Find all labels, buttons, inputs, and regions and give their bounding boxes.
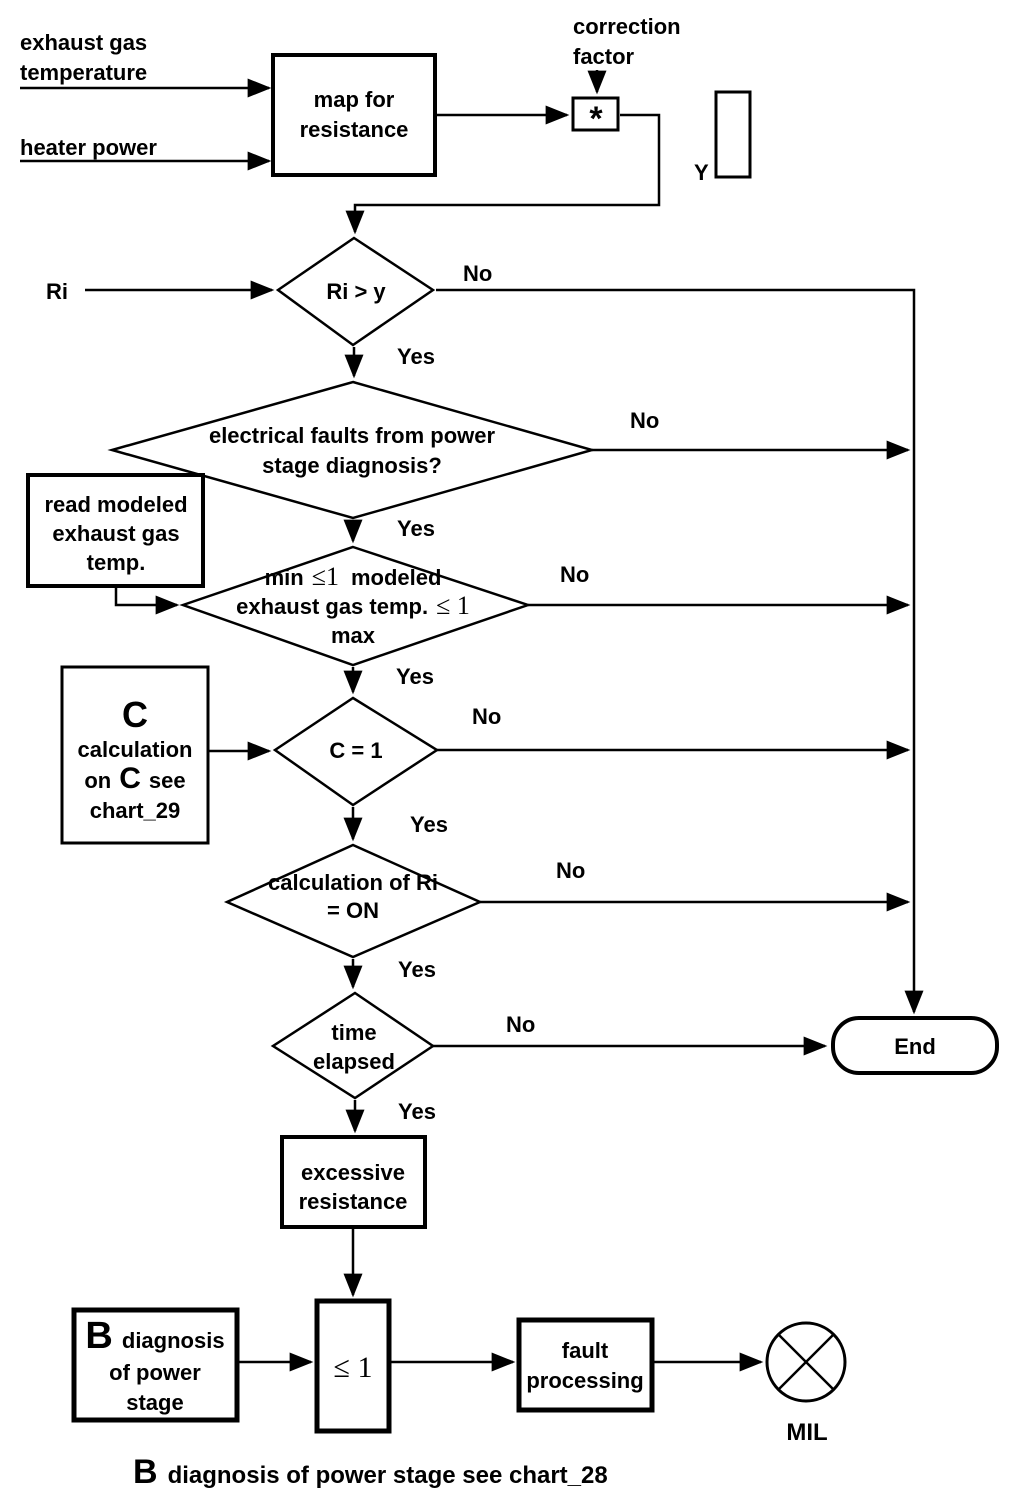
input-ri-label: Ri bbox=[46, 279, 68, 304]
d2-no-label: No bbox=[630, 408, 659, 433]
decision-ri-gt-y-label: Ri > y bbox=[326, 279, 386, 304]
mil-circle bbox=[765, 1321, 847, 1403]
y-label: Y bbox=[694, 160, 709, 185]
b-box-line2: of power bbox=[109, 1360, 201, 1385]
edge-d1-no-bus bbox=[436, 288, 924, 1015]
mil-lamp-icon bbox=[765, 1321, 847, 1403]
mil-label: MIL bbox=[786, 1419, 827, 1446]
d4-no-label: No bbox=[472, 704, 501, 729]
decision-temp-window bbox=[179, 545, 532, 667]
decision-temp-window-line2: exhaust gas temp. ≤ 1 bbox=[236, 591, 470, 620]
input-heater-power-label: heater power bbox=[20, 135, 157, 160]
decision-ri-calculation-on bbox=[223, 843, 484, 959]
multiply-box bbox=[571, 96, 620, 132]
temp-window-le1-b: ≤ 1 bbox=[436, 591, 470, 620]
b-diagnosis-box bbox=[71, 1307, 240, 1423]
caption-text: diagnosis of power stage see chart_28 bbox=[168, 1462, 608, 1489]
caption-b: B bbox=[133, 1453, 158, 1491]
b-box-diagnosis: diagnosis bbox=[122, 1328, 225, 1353]
end-label: End bbox=[894, 1034, 936, 1059]
excessive-box-line2: resistance bbox=[299, 1189, 408, 1214]
temp-window-min: min bbox=[265, 565, 304, 590]
read-box-line3: temp. bbox=[87, 550, 146, 575]
excessive-resistance-box bbox=[280, 1135, 427, 1229]
decision-time-elapsed bbox=[270, 991, 436, 1100]
end-terminator bbox=[831, 1016, 999, 1075]
decision-c-equals-1-label: C = 1 bbox=[329, 738, 382, 763]
decision-temp-window-line1: min ≤1 modeled bbox=[265, 562, 442, 591]
b-box-b: B bbox=[85, 1315, 112, 1357]
c-box-line1: C bbox=[122, 694, 148, 735]
temp-window-le1-a: ≤1 bbox=[312, 562, 339, 591]
d3-yes-label: Yes bbox=[396, 664, 434, 689]
d5-no-label: No bbox=[556, 858, 585, 883]
decision-electrical-faults bbox=[107, 380, 597, 520]
fault-box-line2: processing bbox=[526, 1368, 643, 1393]
b-box-line3: stage bbox=[126, 1390, 183, 1415]
le1-box bbox=[314, 1298, 392, 1434]
decision-ri-on-line2: = ON bbox=[327, 898, 379, 923]
multiply-symbol: * bbox=[589, 100, 603, 138]
temp-window-exhaust: exhaust gas temp. bbox=[236, 594, 428, 619]
decision-time-elapsed-line1: time bbox=[331, 1020, 376, 1045]
c-box-line4: chart_29 bbox=[90, 798, 181, 823]
input-exhaust-gas-label-line1: exhaust gas bbox=[20, 30, 147, 55]
edge-multiply-to-d1 bbox=[345, 113, 661, 235]
correction-factor-label-line1: correction bbox=[573, 14, 681, 39]
fault-box-line1: fault bbox=[562, 1338, 609, 1363]
d2-yes-label: Yes bbox=[397, 516, 435, 541]
c-box-see: see bbox=[149, 768, 186, 793]
d1-no-label: No bbox=[463, 261, 492, 286]
edge-read-to-d3 bbox=[114, 586, 180, 615]
decision-ri-on-line1: calculation of Ri bbox=[268, 870, 438, 895]
y-rect bbox=[714, 90, 752, 179]
c-box-c: C bbox=[119, 762, 141, 795]
fault-processing-box bbox=[516, 1317, 655, 1413]
correction-factor-label-line2: factor bbox=[573, 44, 635, 69]
d5-yes-label: Yes bbox=[398, 957, 436, 982]
decision-time-elapsed-line2: elapsed bbox=[313, 1049, 395, 1074]
mil-cross-line2 bbox=[778, 1334, 834, 1390]
c-calculation-box bbox=[60, 665, 210, 845]
decision-electrical-faults-line2: stage diagnosis? bbox=[262, 453, 442, 478]
map-box-label-line1: map for bbox=[314, 87, 395, 112]
le1-label: ≤ 1 bbox=[334, 1351, 373, 1384]
d3-no-label: No bbox=[560, 562, 589, 587]
input-exhaust-gas-label-line2: temperature bbox=[20, 60, 147, 85]
map-for-resistance-box bbox=[271, 53, 437, 177]
d6-no-label: No bbox=[506, 1012, 535, 1037]
temp-window-modeled: modeled bbox=[351, 565, 441, 590]
c-box-on: on bbox=[84, 768, 111, 793]
c-box-line2: calculation bbox=[78, 737, 193, 762]
decision-c-equals-1 bbox=[272, 696, 440, 807]
map-box-label-line2: resistance bbox=[300, 117, 409, 142]
d4-yes-label: Yes bbox=[410, 812, 448, 837]
decision-temp-window-line3: max bbox=[331, 623, 376, 648]
d6-yes-label: Yes bbox=[398, 1099, 436, 1124]
read-box-line1: read modeled bbox=[44, 492, 187, 517]
excessive-box-line1: excessive bbox=[301, 1160, 405, 1185]
decision-ri-gt-y bbox=[275, 236, 436, 347]
read-box-line2: exhaust gas bbox=[52, 521, 179, 546]
decision-electrical-faults-line1: electrical faults from power bbox=[209, 423, 496, 448]
d1-yes-label: Yes bbox=[397, 344, 435, 369]
